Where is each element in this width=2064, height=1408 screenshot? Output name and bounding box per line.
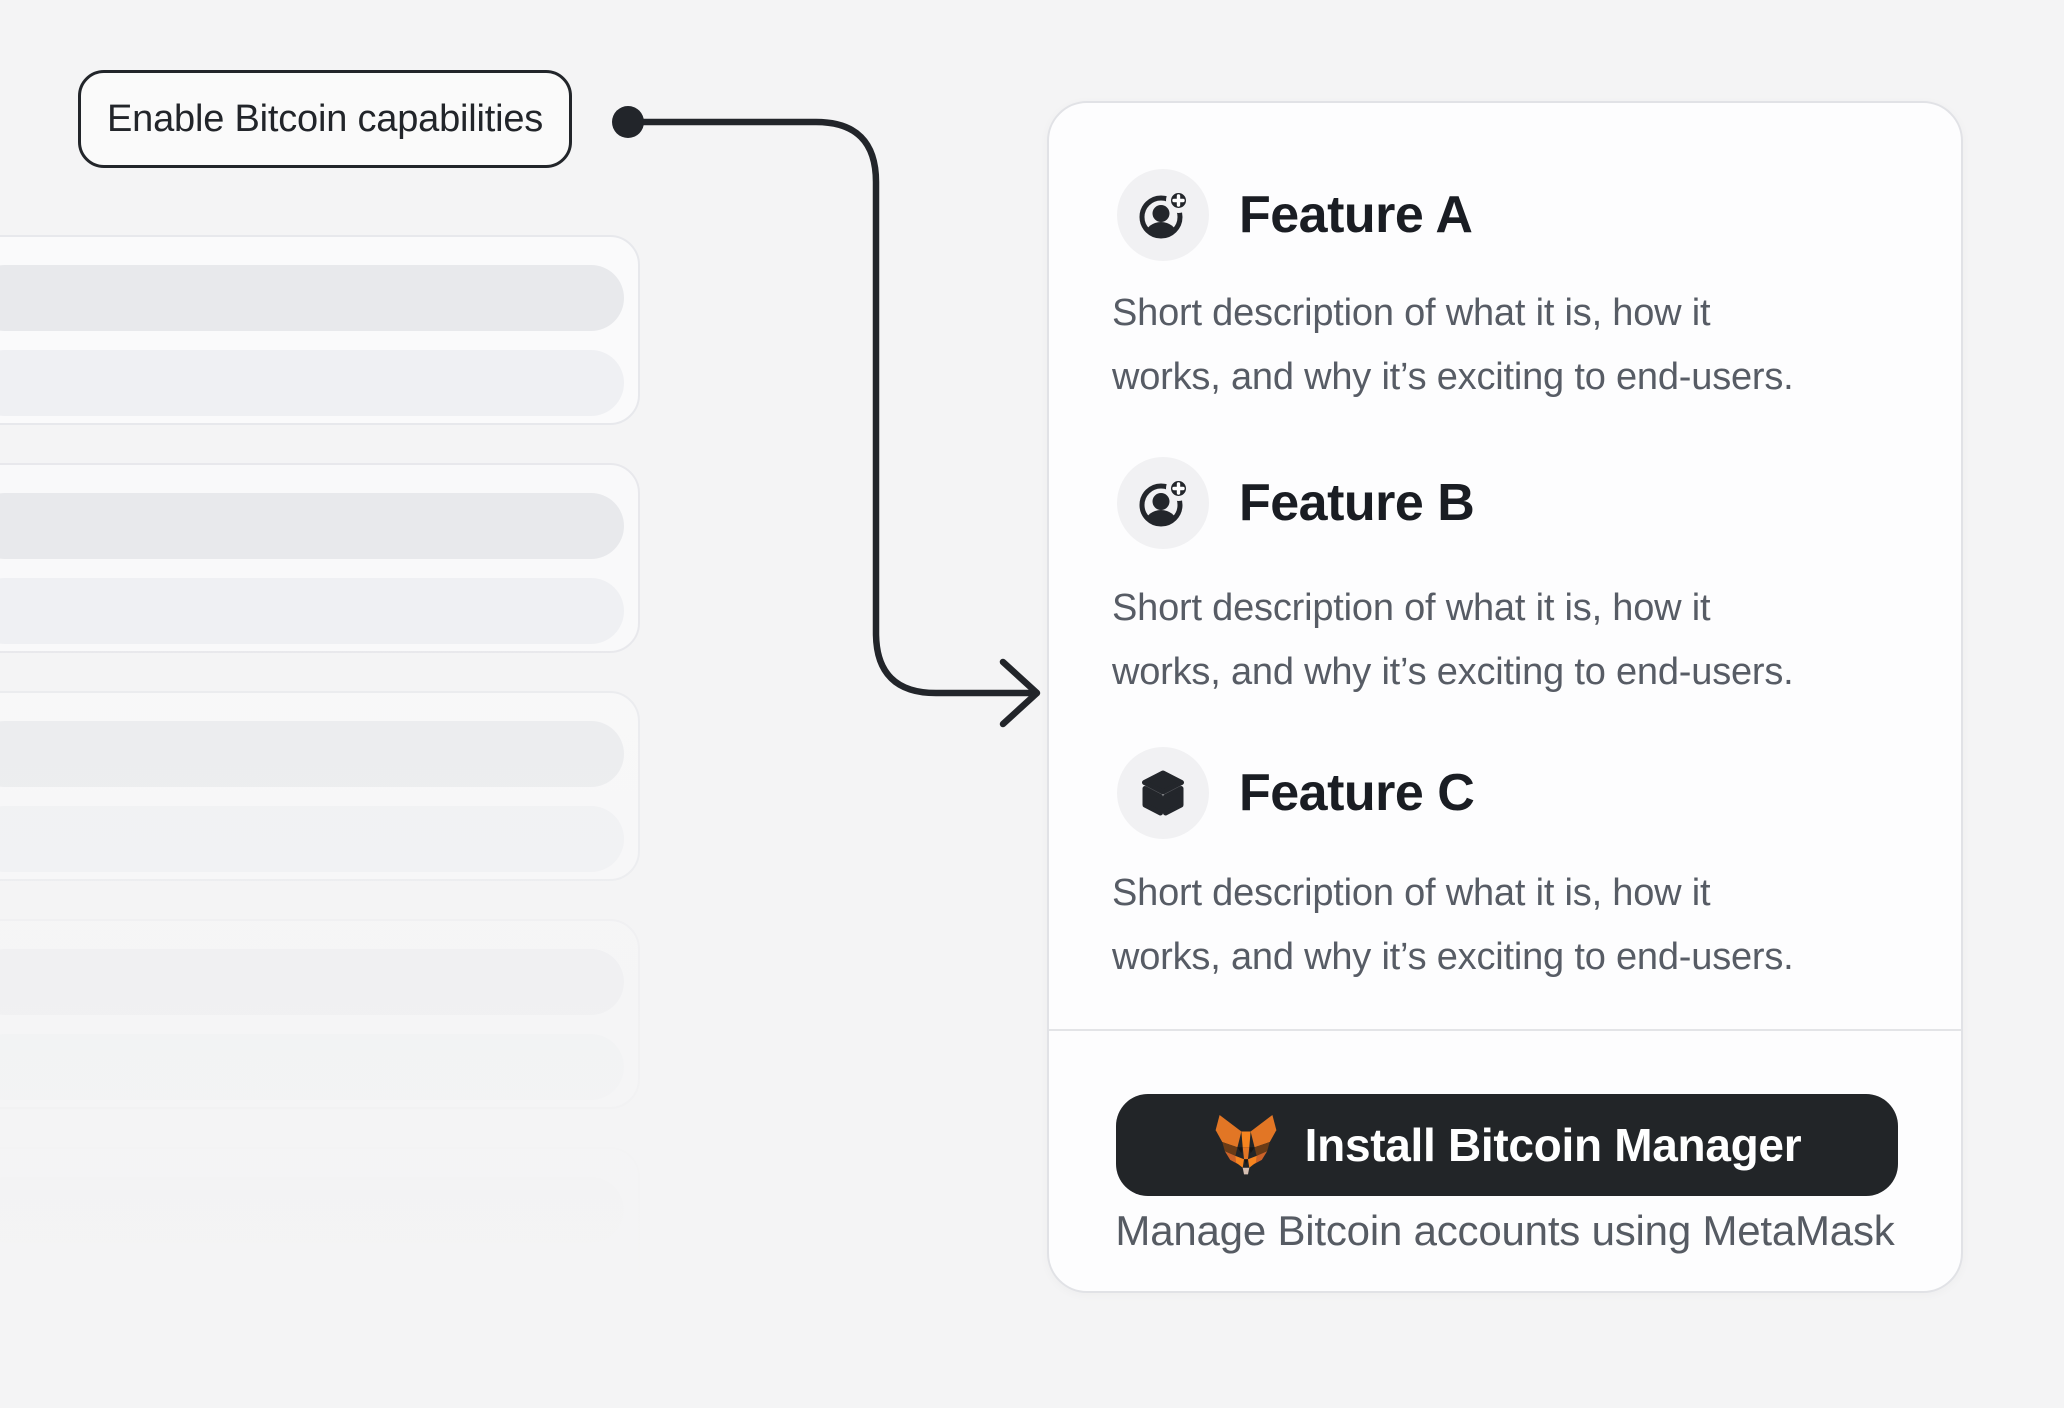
install-caption: Manage Bitcoin accounts using MetaMask [1115,1207,1895,1254]
skeleton-bar [0,949,624,1015]
skeleton-card [0,919,640,1109]
feature-row-b: Feature B [1117,457,1475,549]
cube-icon [1117,747,1209,839]
feature-title: Feature A [1239,186,1473,244]
skeleton-column [0,0,760,1408]
skeleton-bar [0,578,624,644]
feature-description: Short description of what it is, how it … [1112,872,1794,978]
skeleton-bar [0,493,624,559]
feature-title: Feature C [1239,764,1475,822]
annotation-label: Enable Bitcoin capabilities [78,70,573,168]
skeleton-card [0,691,640,881]
install-bitcoin-manager-button[interactable]: Install Bitcoin Manager [1116,1094,1898,1196]
user-add-icon [1117,169,1209,261]
card-divider [1049,1029,1961,1031]
skeleton-card [0,1147,640,1337]
skeleton-bar [0,806,624,872]
skeleton-bar [0,1034,624,1100]
user-add-icon [1117,457,1209,549]
metamask-fox-icon [1215,1114,1277,1175]
skeleton-bar [0,1262,624,1328]
feature-row-a: Feature A [1117,169,1473,261]
skeleton-bar [0,350,624,416]
skeleton-bar [0,721,624,787]
install-button-label: Install Bitcoin Manager [1304,1119,1802,1171]
skeleton-card [0,463,640,653]
skeleton-bar [0,265,624,331]
feature-title: Feature B [1239,474,1475,532]
feature-description: Short description of what it is, how it … [1112,587,1794,693]
feature-row-c: Feature C [1117,747,1475,839]
skeleton-bar [0,1177,624,1243]
feature-description: Short description of what it is, how it … [1112,292,1794,398]
annotation-label-text: Enable Bitcoin capabilities [107,97,544,140]
skeleton-card [0,235,640,425]
feature-card: Feature A Short description of what it i… [1047,101,1963,1293]
